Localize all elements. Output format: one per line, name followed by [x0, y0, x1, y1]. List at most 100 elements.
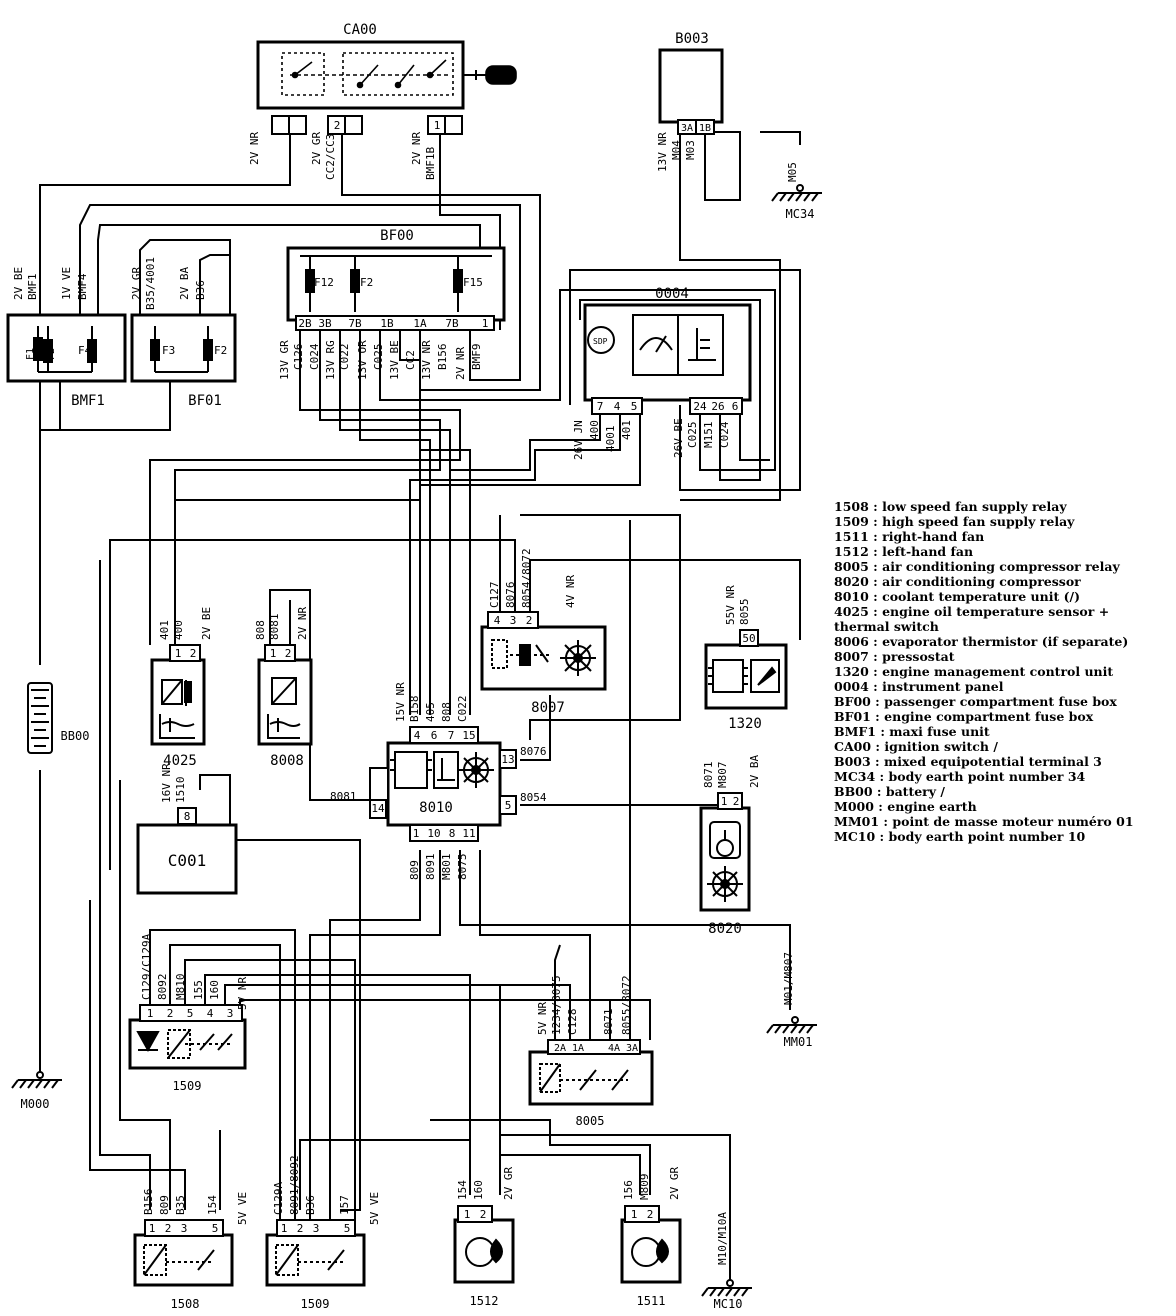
box-8010: [386, 741, 502, 827]
wire-label: 405: [424, 702, 437, 722]
legend-item: 1512 : left-hand fan: [834, 544, 974, 559]
wire-label: 2V GR: [668, 1167, 681, 1200]
fuse-f4: F4: [78, 344, 92, 357]
legend-item: 1509 : high speed fan supply relay: [834, 514, 1075, 529]
pin-numbers: 2 1 3A 1B 2B 3B 7B 1B 1A 7B 1 7 4 5 24 2…: [147, 119, 756, 1235]
label-4025: 4025: [163, 753, 197, 769]
pin: 3: [227, 1007, 234, 1020]
legend-item: 0004 : instrument panel: [834, 679, 1004, 694]
pin: 11: [462, 827, 475, 840]
pin: 1: [281, 1222, 288, 1235]
pin: 7: [597, 400, 604, 413]
pin: 5: [187, 1007, 194, 1020]
legend-item: B003 : mixed equipotential terminal 3: [834, 754, 1102, 769]
wire-label: C025: [686, 422, 699, 449]
pin: 1: [175, 647, 182, 660]
wire-label: B36: [304, 1195, 317, 1215]
instrument-gauges: [587, 314, 724, 376]
box-1511: [620, 1218, 682, 1284]
wire-label: C025: [372, 344, 385, 371]
pin: 7B: [445, 317, 459, 330]
label-8020: 8020: [708, 921, 742, 937]
wire-label: 8071: [702, 762, 715, 789]
wire-label: 809: [158, 1195, 171, 1215]
legend-item: M000 : engine earth: [834, 799, 977, 814]
pin: 5: [344, 1222, 351, 1235]
box-1512: [453, 1218, 515, 1284]
wire-label: M03: [684, 140, 697, 160]
wire-label: 400: [172, 620, 185, 640]
pin: 3B: [318, 317, 332, 330]
wire-label: 5V NR: [236, 977, 249, 1010]
box-8008: [257, 658, 313, 746]
relay-symbols: [136, 1029, 629, 1276]
pin: 4: [614, 400, 621, 413]
pin: 1A: [413, 317, 427, 330]
pin: 3A: [681, 123, 693, 134]
wire-label: 160: [472, 1180, 485, 1200]
pin: 13: [501, 753, 514, 766]
box-1509b: [265, 1233, 366, 1287]
wire-label: 13V NR: [656, 132, 669, 172]
legend-item: 1508 : low speed fan supply relay: [834, 499, 1067, 514]
wire-label: 26V BE: [672, 418, 685, 458]
label-1512: 1512: [470, 1294, 499, 1308]
pin: 3A: [626, 1043, 638, 1054]
wire-label: 2V NR: [454, 347, 467, 380]
component-labels: CA00 B003 BF00 BMF1 BF01 0004 4025 8008 …: [21, 22, 815, 1311]
pin: 50: [742, 632, 755, 645]
fuse-f15: F15: [463, 276, 483, 289]
label-8007: 8007: [531, 700, 565, 716]
label-8010: 8010: [419, 800, 453, 816]
fuse-f12: F12: [314, 276, 334, 289]
pin: 15: [462, 729, 475, 742]
pin: 1B: [699, 123, 711, 134]
label-mm01: MM01: [784, 1035, 813, 1049]
wire-label: 8055: [738, 599, 751, 626]
wire-label: BMF1B: [424, 147, 437, 180]
wire-label: 4V NR: [564, 575, 577, 608]
wire-label: M807: [716, 762, 729, 789]
legend-item: CA00 : ignition switch /: [834, 739, 998, 754]
wire-label: 2V GR: [310, 132, 323, 165]
wire-label: 8076: [504, 582, 517, 609]
ecu-icon: [708, 659, 780, 693]
fuse-f2b: F2: [214, 344, 227, 357]
wire-label: 8081: [268, 614, 281, 641]
wire-label: 401: [620, 420, 633, 440]
label-bb00: BB00: [61, 729, 90, 743]
internal-symbols: [27, 52, 780, 1276]
pin: 2: [647, 1208, 654, 1221]
fuse-f1: F1: [25, 348, 36, 360]
wire-label: C022: [338, 344, 351, 371]
wire-label: 5V VE: [236, 1192, 249, 1225]
box-bf01: [130, 313, 237, 383]
wire-label: 2V BA: [178, 267, 191, 300]
wire-label: C129A: [272, 1182, 285, 1215]
wire-label: B156: [436, 344, 449, 371]
wire-label: C022: [456, 696, 469, 723]
wire-label: 1510: [174, 777, 187, 804]
pin: 1: [434, 119, 441, 132]
box-bmf1: [6, 313, 127, 383]
wire-label: C127: [488, 582, 501, 609]
wire-label: 2V BE: [200, 607, 213, 640]
wire-label: 154: [206, 1195, 219, 1215]
wire-label: 2V BE: [12, 267, 25, 300]
side-wire-labels: 8076 8054 8081: [330, 745, 547, 804]
label-mc34: MC34: [786, 207, 815, 221]
wire-label: 160: [208, 980, 221, 1000]
earth-mc34-icon: [771, 184, 822, 202]
earth-mc10-icon: [701, 1279, 752, 1297]
label-8008: 8008: [270, 753, 304, 769]
wire-label: C126: [292, 344, 305, 371]
box-8005: [528, 1050, 654, 1106]
wire-label: M05: [786, 162, 799, 182]
wire-label: C024: [308, 343, 321, 370]
wire-label: 154: [456, 1180, 469, 1200]
wire-label: 8091/8092: [288, 1155, 301, 1215]
pin: 5: [505, 799, 512, 812]
wire-label: 2V BA: [748, 755, 761, 788]
pin: 14: [371, 802, 385, 815]
